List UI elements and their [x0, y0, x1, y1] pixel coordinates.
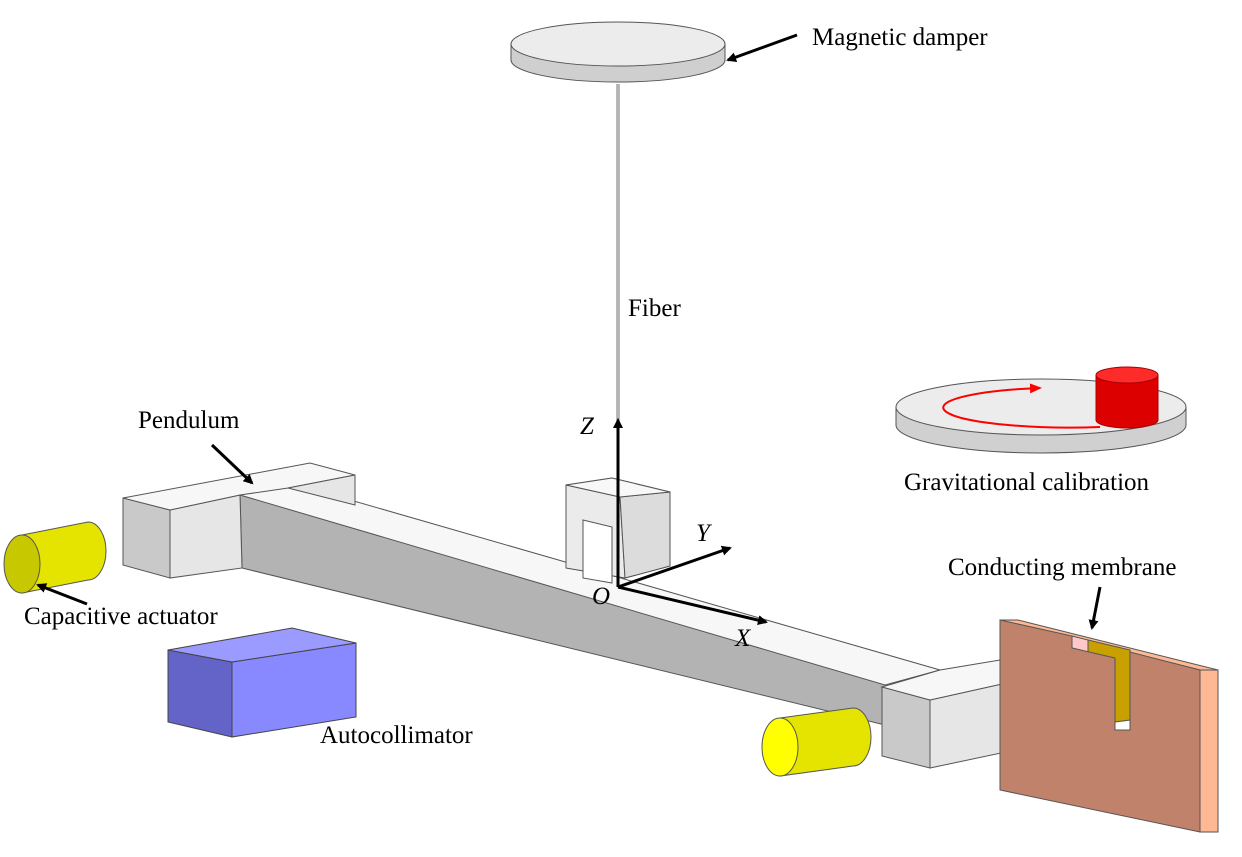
coordinate-axes: Z Y X O: [580, 413, 768, 652]
magnetic-damper: [510, 21, 726, 83]
annotation-arrows: [36, 33, 1102, 630]
x-axis: [617, 585, 768, 626]
autocollimator-label: Autocollimator: [320, 722, 473, 749]
origin-label: O: [592, 583, 610, 610]
z-axis-label: Z: [580, 413, 595, 440]
magnetic-damper-arrow: [726, 33, 798, 62]
capacitive-actuator-label: Capacitive actuator: [24, 603, 218, 630]
fiber-label: Fiber: [628, 295, 681, 322]
autocollimator: [167, 627, 357, 738]
pendulum-arrow: [210, 443, 254, 485]
conducting-membrane-label: Conducting membrane: [948, 554, 1176, 581]
capacitive-actuator-left: [3, 521, 107, 594]
y-axis-label: Y: [696, 520, 713, 547]
capacitive-actuator-arrow: [36, 583, 88, 606]
y-axis: [617, 545, 732, 589]
gravitational-calibration-label: Gravitational calibration: [904, 469, 1150, 496]
pendulum-label: Pendulum: [138, 407, 240, 434]
electrode-assembly: [999, 619, 1219, 833]
x-axis-label: X: [734, 625, 752, 652]
gravitational-calibration: [895, 366, 1187, 454]
capacitive-actuator-right: [761, 707, 872, 777]
calibration-path: [942, 383, 1101, 429]
magnetic-damper-label: Magnetic damper: [812, 24, 988, 51]
conducting-membrane-arrow: [1088, 586, 1102, 630]
calibration-mass: [1095, 366, 1159, 384]
